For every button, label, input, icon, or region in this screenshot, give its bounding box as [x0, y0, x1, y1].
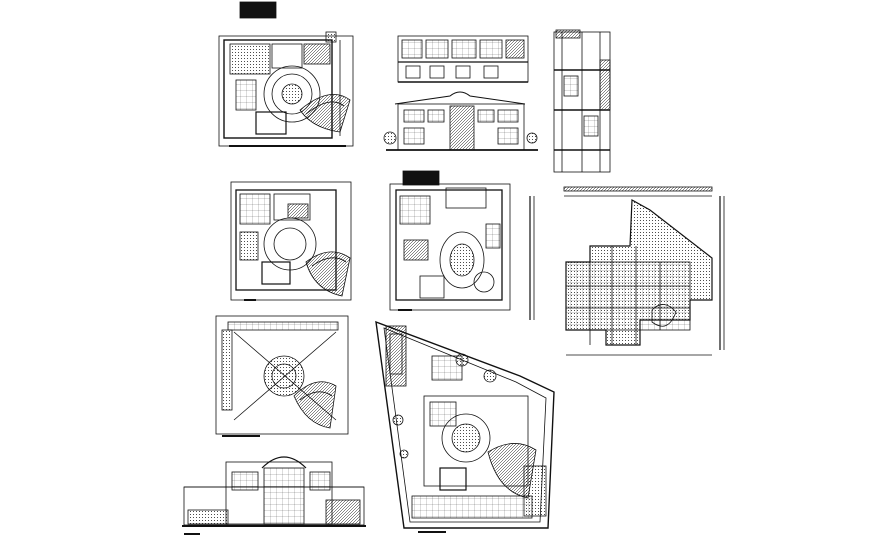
- ground-floor-plan: [218, 1, 354, 147]
- first-floor-plan: [230, 181, 352, 301]
- second-floor-plan: [389, 170, 535, 320]
- side-section: [553, 29, 611, 173]
- ceiling-plan: [215, 315, 349, 437]
- roof-slab-plan: [563, 186, 725, 356]
- rear-elevation: [182, 456, 366, 535]
- site-plan: [375, 320, 555, 533]
- front-elevation: [383, 35, 538, 151]
